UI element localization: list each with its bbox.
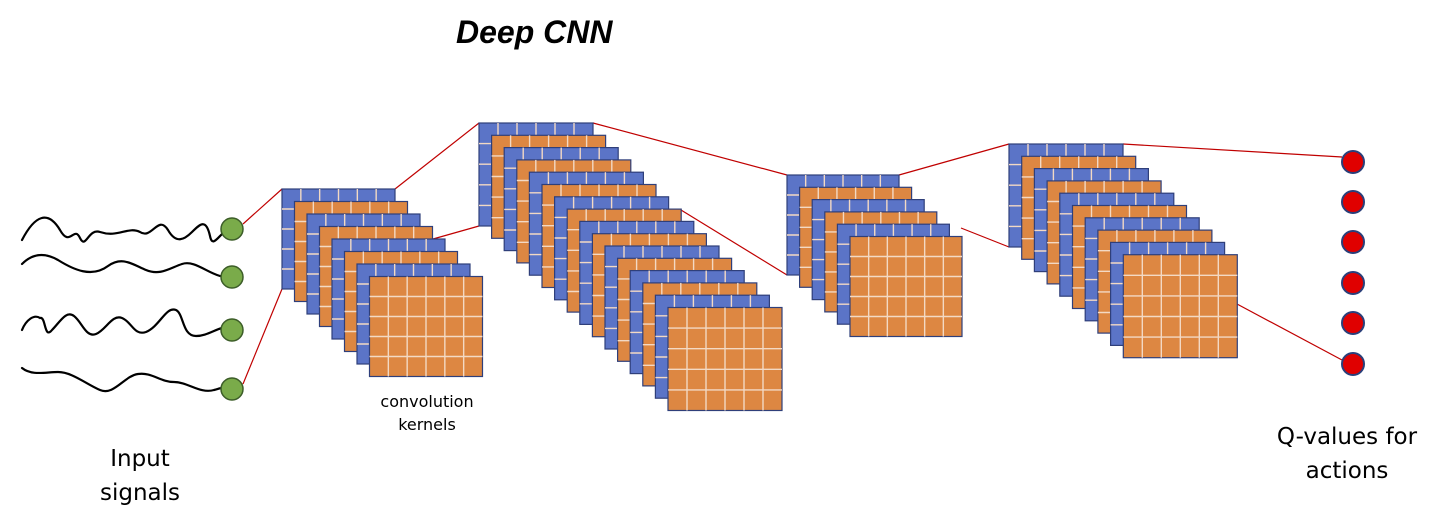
input-node-icon bbox=[220, 318, 244, 342]
feature-map bbox=[1122, 254, 1238, 359]
signal-wave-icon bbox=[20, 216, 224, 243]
connector-line bbox=[680, 209, 788, 276]
output-node-icon bbox=[1341, 311, 1365, 335]
signal-wave-icon bbox=[20, 254, 222, 278]
feature-map bbox=[667, 306, 783, 412]
conv-layers bbox=[281, 122, 1238, 412]
connector-lines bbox=[242, 122, 1343, 385]
input-node-icon bbox=[220, 217, 244, 241]
connector-line bbox=[898, 143, 1010, 176]
connector-line bbox=[1122, 143, 1343, 158]
output-node-icon bbox=[1341, 271, 1365, 295]
conv-layer-4 bbox=[1008, 143, 1238, 359]
input-node-icon bbox=[220, 265, 244, 289]
connector-line bbox=[960, 227, 1010, 248]
conv-layer-2 bbox=[478, 122, 783, 412]
diagram-title: Deep CNN bbox=[456, 14, 613, 50]
output-node-icon bbox=[1341, 230, 1365, 254]
input-node-icon bbox=[220, 377, 244, 401]
connector-line bbox=[592, 122, 788, 176]
feature-map bbox=[368, 275, 484, 378]
connector-line bbox=[432, 225, 480, 240]
signal-wave-icon bbox=[20, 308, 224, 338]
feature-map bbox=[849, 235, 963, 338]
connector-line bbox=[394, 122, 480, 190]
conv-layer-3 bbox=[786, 174, 963, 338]
connector-line bbox=[1236, 303, 1343, 361]
convolution-kernels-label: convolution kernels bbox=[380, 392, 474, 434]
signal-wave-icon bbox=[20, 366, 224, 393]
connector-line bbox=[242, 188, 283, 225]
output-node-icon bbox=[1341, 352, 1365, 376]
input-signals-label: Input signals bbox=[99, 446, 181, 506]
output-node-icon bbox=[1341, 190, 1365, 214]
connector-line bbox=[242, 288, 283, 385]
input-signals bbox=[20, 216, 224, 393]
nodes bbox=[220, 150, 1365, 401]
output-node-icon bbox=[1341, 150, 1365, 174]
q-values-label: Q-values for actions bbox=[1276, 424, 1418, 484]
conv-layer-1 bbox=[281, 188, 484, 378]
